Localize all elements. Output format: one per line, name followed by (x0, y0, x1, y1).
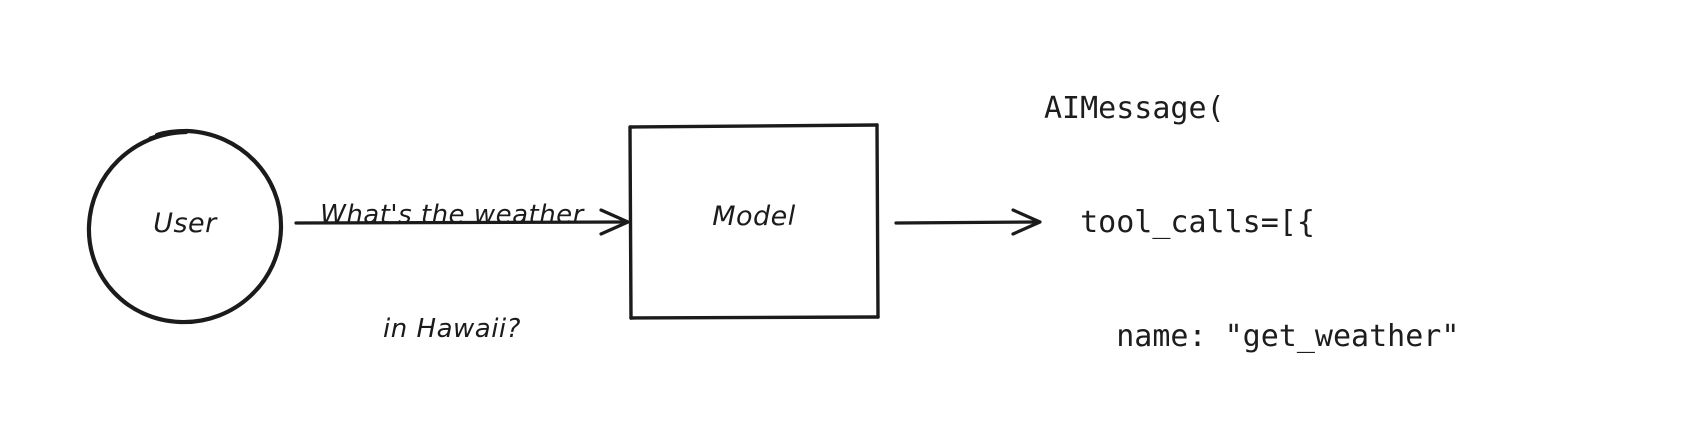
user-node-label: User (153, 208, 217, 239)
ai-message-code-block: AIMessage( tool_calls=[{ name: "get_weat… (1044, 14, 1496, 432)
code-line: AIMessage( (1044, 91, 1225, 126)
edge-label-line-1: What's the weather (320, 200, 584, 230)
model-node-box[interactable] (628, 123, 880, 320)
user-node-circle[interactable] (86, 128, 284, 325)
edge-label-user-to-model: What's the weather in Hawaii? (282, 120, 622, 424)
arrow-model-to-message (894, 208, 1042, 236)
arrow-user-to-model (294, 208, 630, 236)
code-line: tool_calls=[{ (1044, 205, 1315, 240)
code-line: name: "get_weather" (1044, 319, 1460, 354)
edge-label-line-2: in Hawaii? (383, 314, 521, 344)
model-node-label: Model (712, 201, 796, 232)
